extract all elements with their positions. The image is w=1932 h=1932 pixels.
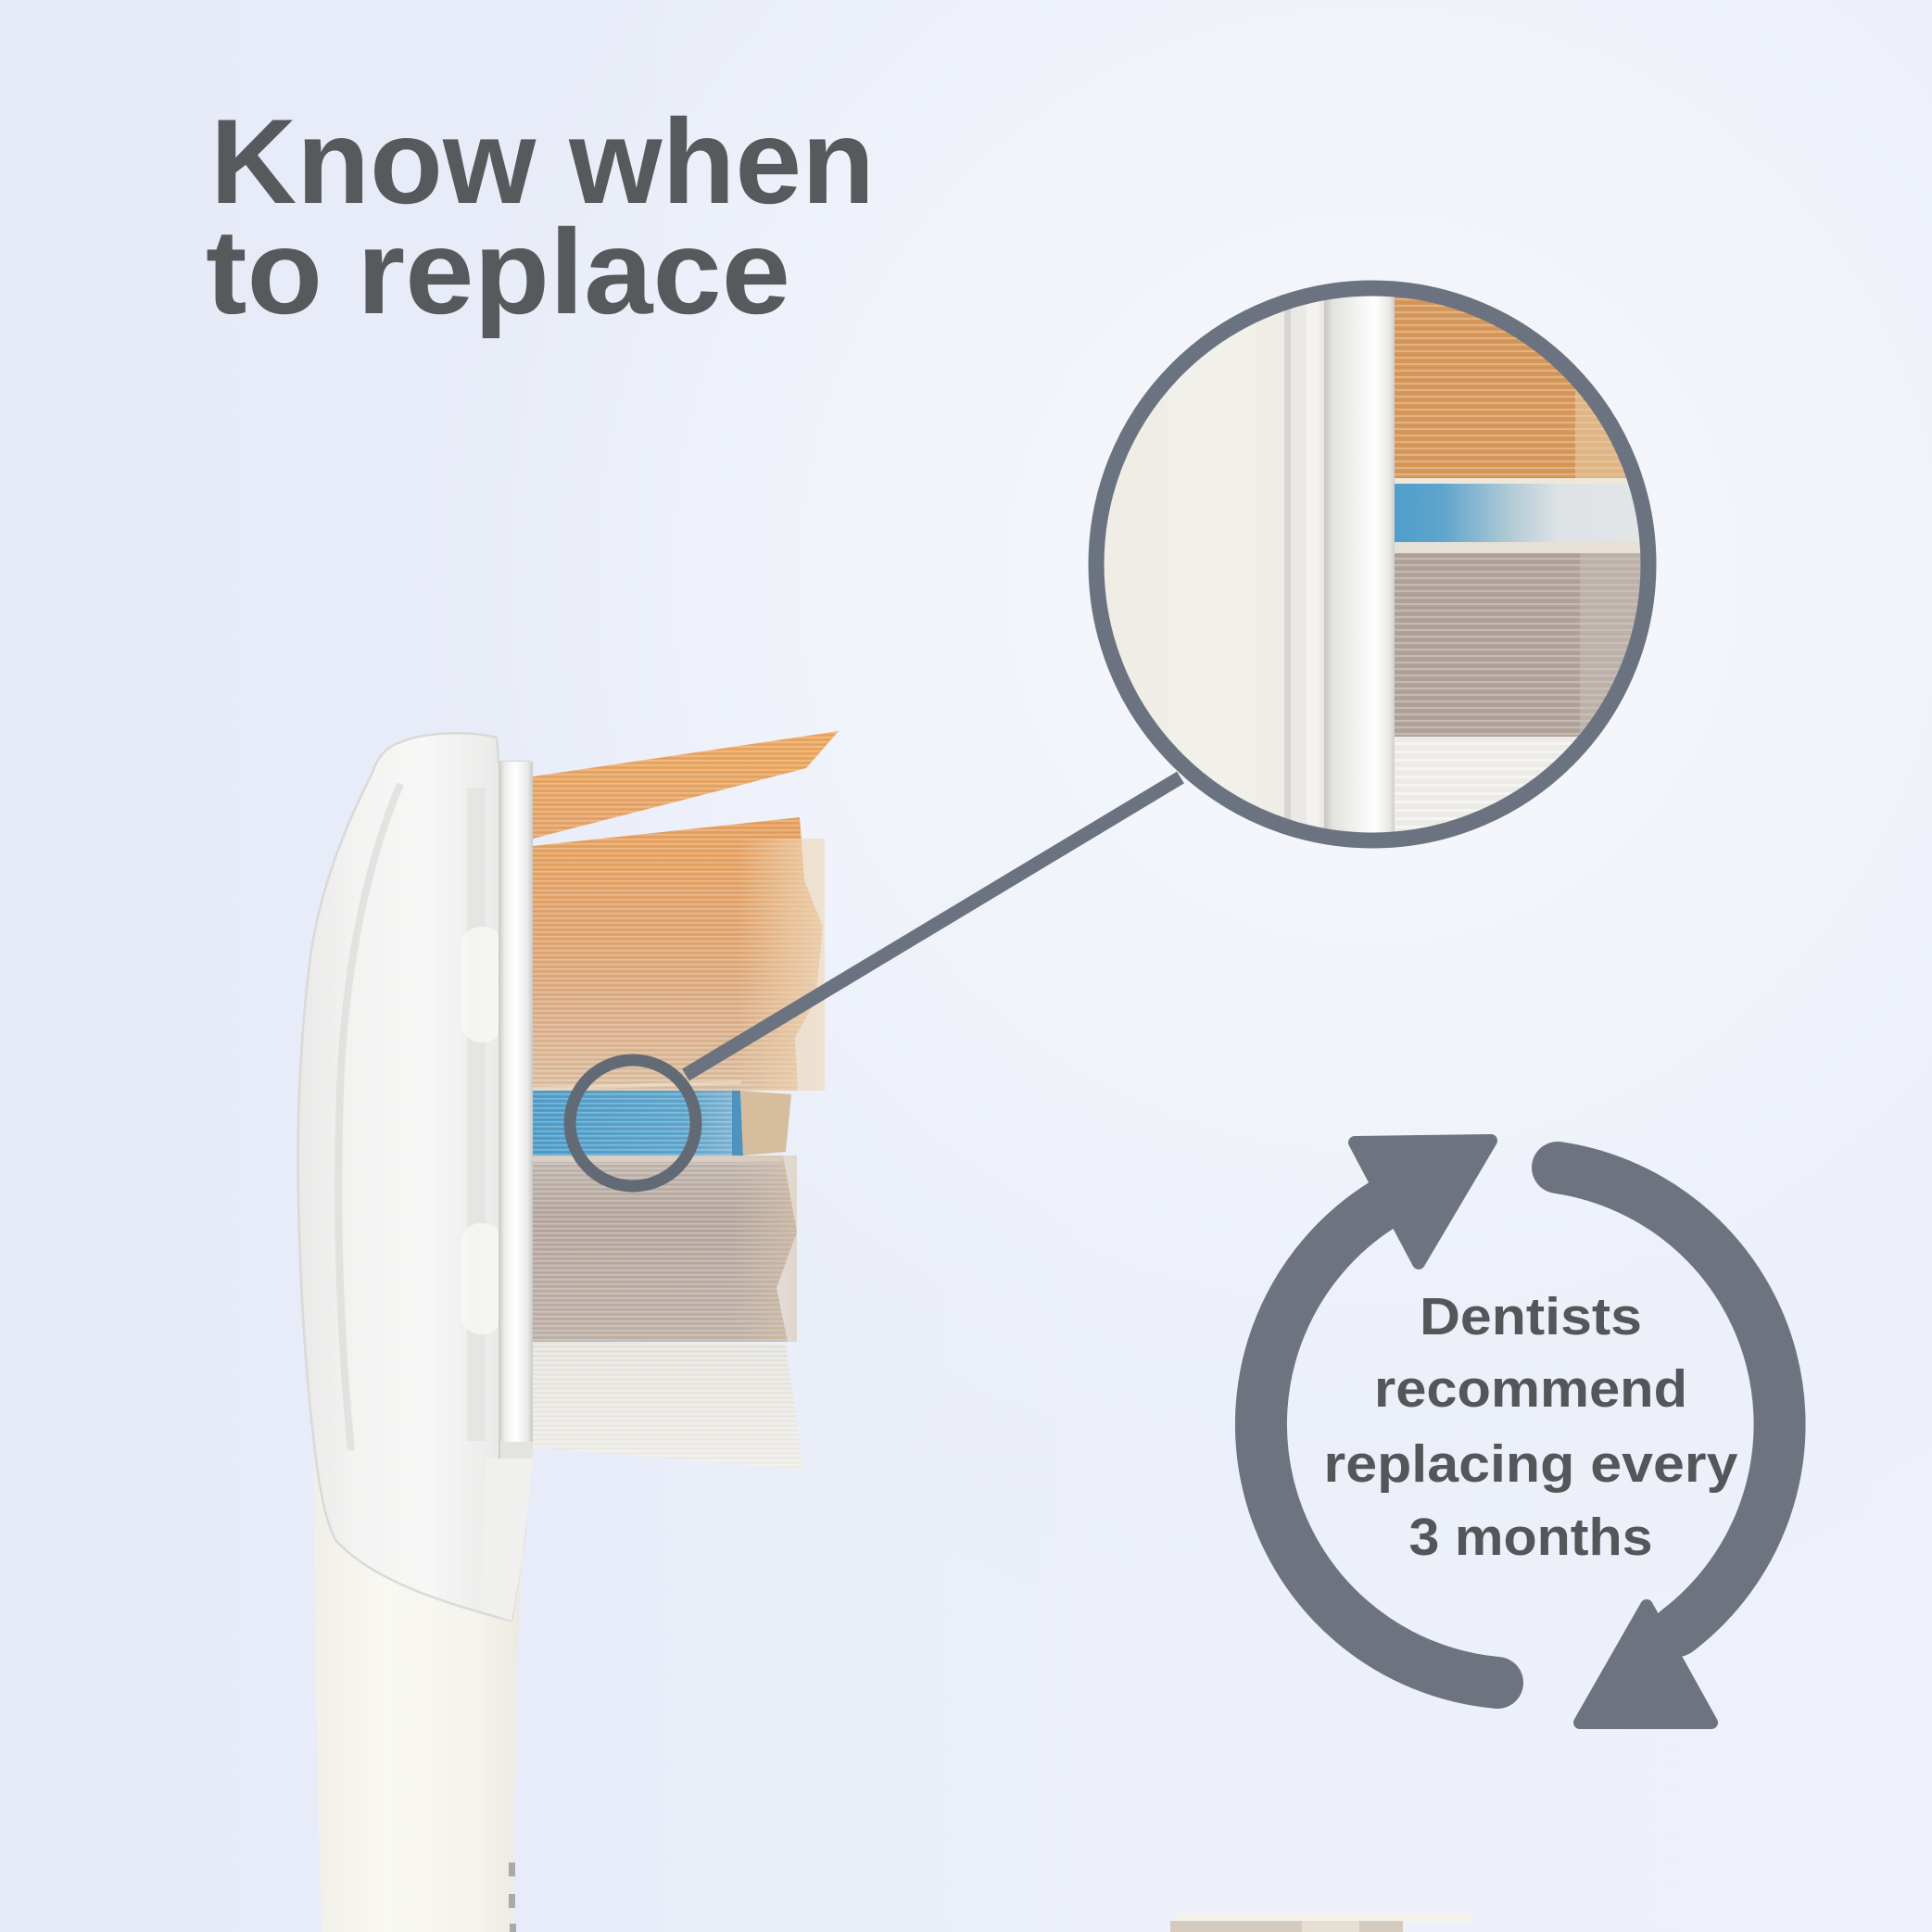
- svg-text:to replace: to replace: [206, 204, 790, 339]
- svg-text:3 months: 3 months: [1409, 1508, 1653, 1567]
- svg-text:Know when: Know when: [210, 94, 875, 229]
- svg-text:replacing every: replacing every: [1324, 1434, 1738, 1494]
- svg-text:Dentists: Dentists: [1420, 1287, 1642, 1346]
- svg-text:recommend: recommend: [1374, 1359, 1687, 1419]
